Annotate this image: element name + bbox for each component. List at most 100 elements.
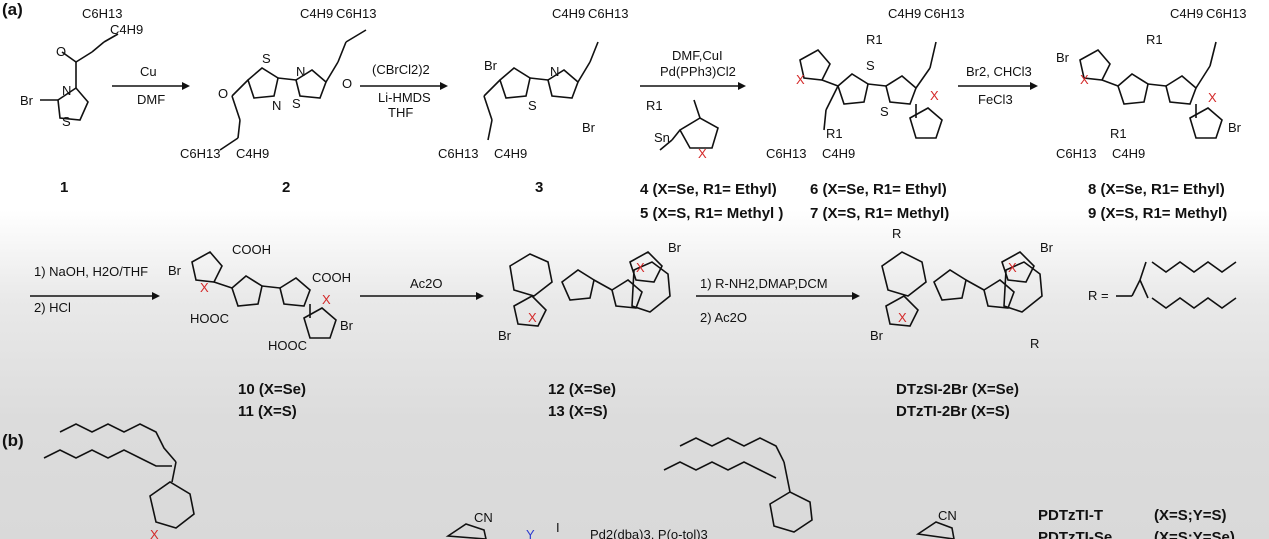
arrowhead-3 — [738, 82, 746, 90]
polymer-1-condition: (X=S;Y=S) — [1154, 507, 1227, 524]
compound-1-label: 1 — [60, 179, 68, 196]
reagent-br2: Br2, CHCl3 — [966, 64, 1032, 79]
compound-1-structure: Br N S O C6H13 C4H9 — [20, 6, 143, 129]
atom-br: Br — [582, 120, 596, 135]
atom-c6h13: C6H13 — [924, 6, 964, 21]
r-group-structure: R = — [1088, 261, 1237, 309]
dtzsi-2br-label: DTzSI-2Br (X=Se) — [896, 381, 1019, 398]
atom-s: S — [528, 98, 537, 113]
atom-br: Br — [870, 328, 884, 343]
panel-label-b: (b) — [2, 431, 24, 450]
atom-c6h13: C6H13 — [1056, 146, 1096, 161]
atom-br: Br — [498, 328, 512, 343]
atom-o: O — [56, 44, 66, 59]
atom-br: Br — [668, 240, 682, 255]
arrowhead-4 — [1030, 82, 1038, 90]
atom-c4h9: C4H9 — [822, 146, 855, 161]
polymer-structure: CN — [663, 437, 957, 539]
atom-n: N — [550, 64, 559, 79]
reagent-cbrcl2: (CBrCl2)2 — [372, 62, 430, 77]
atom-c6h13: C6H13 — [766, 146, 806, 161]
atom-x: X — [528, 310, 537, 325]
compound-12-structure: Br Br X X — [498, 240, 682, 343]
compound-8-structure: Br Br X X R1 R1 C4H9 C6H13 C6H13 C4H9 — [1056, 6, 1246, 161]
compound-12-label: 12 (X=Se) — [548, 381, 616, 398]
atom-c4h9: C4H9 — [1170, 6, 1203, 21]
compound-5-label: 5 (X=S, R1= Methyl ) — [640, 205, 783, 222]
atom-x: X — [636, 260, 645, 275]
atom-c4h9: C4H9 — [494, 146, 527, 161]
compound-8-label: 8 (X=Se, R1= Ethyl) — [1088, 181, 1225, 198]
atom-sn: Sn — [654, 130, 670, 145]
compound-10-label: 10 (X=Se) — [238, 381, 306, 398]
panel-label-a: (a) — [2, 0, 23, 19]
atom-cn: CN — [474, 510, 493, 525]
atom-s: S — [262, 51, 271, 66]
polymer-1-name: PDTzTI-T — [1038, 507, 1103, 524]
atom-x: X — [698, 146, 707, 161]
polymer-2-condition: (X=S;Y=Se) — [1154, 529, 1235, 539]
compound-4-label: 4 (X=Se, R1= Ethyl) — [640, 181, 777, 198]
reagent-naoh: 1) NaOH, H2O/THF — [34, 264, 148, 279]
atom-hooc: HOOC — [190, 311, 229, 326]
atom-s: S — [62, 114, 71, 129]
atom-x: X — [1208, 90, 1217, 105]
r-group-label: R = — [1088, 288, 1109, 303]
compound-2-label: 2 — [282, 179, 290, 196]
atom-i: I — [556, 520, 560, 535]
atom-x: X — [1080, 72, 1089, 87]
atom-c4h9: C4H9 — [110, 22, 143, 37]
atom-n: N — [62, 83, 71, 98]
atom-r1: R1 — [826, 126, 843, 141]
atom-br: Br — [1040, 240, 1054, 255]
atom-br: Br — [484, 58, 498, 73]
atom-r: R — [1030, 336, 1039, 351]
dtzti-2br-structure: R R Br Br X X — [870, 226, 1054, 351]
reagent-rnh2: 1) R-NH2,DMAP,DCM — [700, 276, 828, 291]
reagent-lihmds: Li-HMDS — [378, 90, 431, 105]
atom-c4h9: C4H9 — [888, 6, 921, 21]
atom-hooc: HOOC — [268, 338, 307, 353]
atom-br: Br — [1228, 120, 1242, 135]
atom-cooh: COOH — [312, 270, 351, 285]
atom-s: S — [866, 58, 875, 73]
reagent-fecl3: FeCl3 — [978, 92, 1013, 107]
compound-9-label: 9 (X=S, R1= Methyl) — [1088, 205, 1227, 222]
atom-c6h13: C6H13 — [180, 146, 220, 161]
arrowhead-2 — [440, 82, 448, 90]
atom-x: X — [898, 310, 907, 325]
atom-n: N — [272, 98, 281, 113]
atom-c6h13: C6H13 — [82, 6, 122, 21]
arrowhead-5 — [152, 292, 160, 300]
arrowhead-7 — [852, 292, 860, 300]
reagent-ac2o: 2) Ac2O — [700, 310, 747, 325]
reagent-ac2o: Ac2O — [410, 276, 443, 291]
atom-x: X — [1008, 260, 1017, 275]
atom-c6h13: C6H13 — [1206, 6, 1246, 21]
compound-3-label: 3 — [535, 179, 543, 196]
atom-c6h13: C6H13 — [336, 6, 376, 21]
atom-cn: CN — [938, 508, 957, 523]
compound-11-label: 11 (X=S) — [238, 403, 297, 420]
atom-c4h9: C4H9 — [1112, 146, 1145, 161]
atom-r: R — [892, 226, 901, 241]
reagent-dmf-cui: DMF,CuI — [672, 48, 723, 63]
reagent-dmf: DMF — [137, 92, 165, 107]
monomer-b-structure: X — [43, 423, 195, 539]
reagent-pd2dba3: Pd2(dba)3, P(o-tol)3 — [590, 527, 708, 539]
compound-13-label: 13 (X=S) — [548, 403, 608, 420]
atom-c6h13: C6H13 — [438, 146, 478, 161]
atom-r1: R1 — [866, 32, 883, 47]
atom-x: X — [796, 72, 805, 87]
compound-7-label: 7 (X=S, R1= Methyl) — [810, 205, 949, 222]
compound-10-structure: Br Br X X COOH COOH HOOC HOOC — [168, 242, 354, 353]
atom-y: Y — [526, 527, 535, 539]
arrowhead-1 — [182, 82, 190, 90]
atom-r1: R1 — [646, 98, 663, 113]
polymer-2-name: PDTzTI-Se — [1038, 529, 1112, 539]
atom-x: X — [322, 292, 331, 307]
dtzti-2br-label: DTzTI-2Br (X=S) — [896, 403, 1010, 420]
atom-br: Br — [340, 318, 354, 333]
reagent-cu: Cu — [140, 64, 157, 79]
